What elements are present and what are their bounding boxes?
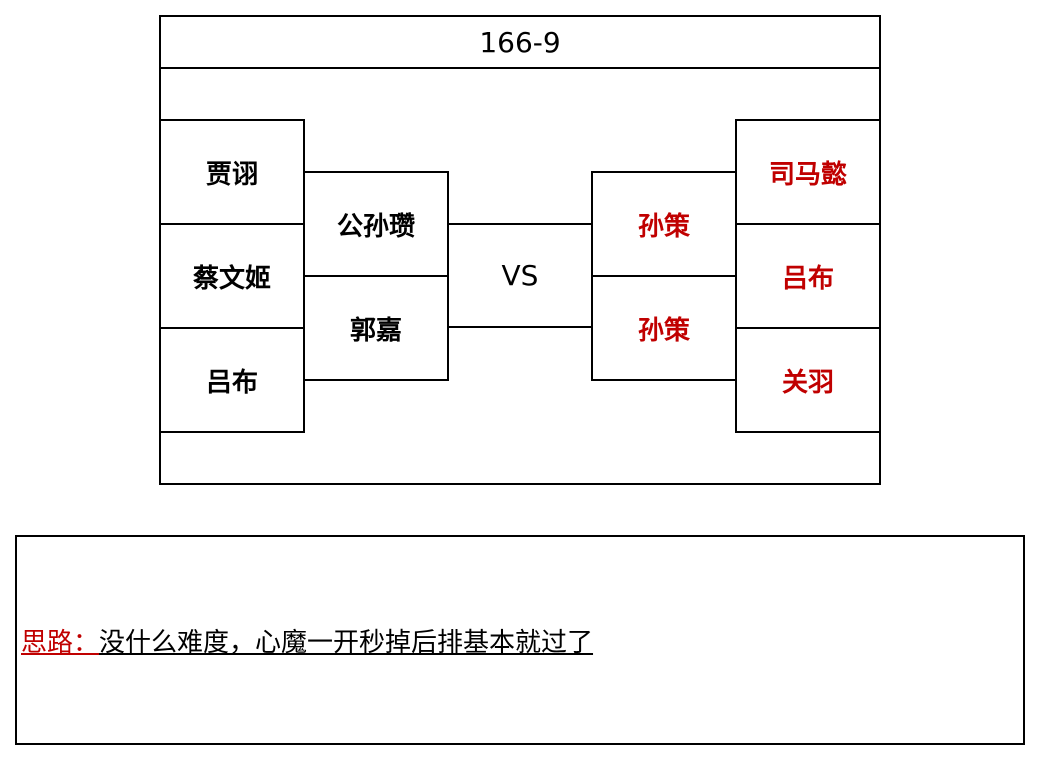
stage-title: 166-9 bbox=[479, 25, 561, 59]
strategy-note-text: 没什么难度，心魔一开秒掉后排基本就过了 bbox=[99, 627, 594, 658]
left-back-hero-1: 贾诩 bbox=[159, 119, 305, 225]
connector-line-bottom bbox=[447, 326, 593, 328]
right-back-hero-3: 关羽 bbox=[735, 327, 881, 433]
right-front-hero-2: 孙策 bbox=[591, 275, 737, 381]
left-back-hero-2: 蔡文姬 bbox=[159, 223, 305, 329]
title-divider bbox=[159, 67, 881, 69]
left-front-hero-2: 郭嘉 bbox=[303, 275, 449, 381]
left-front-hero-1: 公孙瓒 bbox=[303, 171, 449, 277]
left-back-hero-3: 吕布 bbox=[159, 327, 305, 433]
strategy-note-label: 思路： bbox=[21, 627, 100, 658]
strategy-note-box: 思路：没什么难度，心魔一开秒掉后排基本就过了 bbox=[15, 535, 1025, 745]
right-back-hero-1: 司马懿 bbox=[735, 119, 881, 225]
right-front-hero-1: 孙策 bbox=[591, 171, 737, 277]
right-back-hero-2: 吕布 bbox=[735, 223, 881, 329]
versus-label: VS bbox=[501, 258, 539, 292]
connector-line-top bbox=[447, 223, 593, 225]
